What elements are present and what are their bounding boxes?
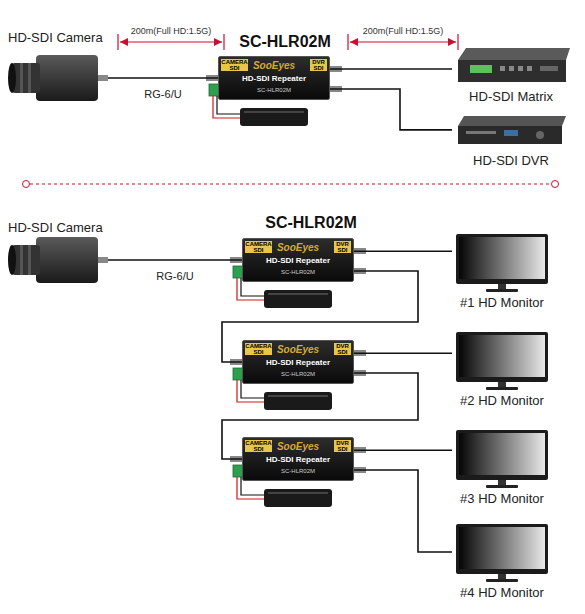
divider-end [552,181,559,188]
coax-cable [354,250,452,252]
camera-icon [8,55,108,101]
node-label: #3 HD Monitor [452,491,552,506]
dimension-tick [347,34,348,50]
model-code: SC-HLR02M [243,269,353,275]
coax-cable [108,77,218,79]
monitor-node: #2 HD Monitor [452,330,552,408]
dimension-text: 200m(Full HD:1.5G) [348,26,458,36]
brand-logo: SooEyes [249,60,299,71]
matrix-icon [458,48,570,82]
cable-label: RG-6/U [156,270,193,282]
dvr-icon [458,116,566,144]
coax-cable [222,373,418,459]
product-name: HD-SDI Repeater [243,455,353,464]
port-tag: CAMERA SDI [245,440,272,452]
monitor-node: #1 HD Monitor [452,232,552,310]
port-tag: DVR SDI [334,343,351,355]
camera-node: HD-SDI Camera [8,30,108,104]
monitor-icon [456,430,548,488]
model-code: SC-HLR02M [243,371,353,377]
device-node: HD-SDI Matrix [452,44,570,104]
port-tag: CAMERA SDI [221,59,248,71]
model-code: SC-HLR02M [219,87,329,93]
repeater-box: CAMERA SDISooEyes DVR SDI HD-SDI RepeaterS… [242,238,354,282]
dimension-line [120,41,222,42]
camera-icon [8,237,108,283]
monitor-node: #4 HD Monitor [452,522,552,600]
repeater-box: CAMERA SDISooEyes DVR SDI HD-SDI RepeaterS… [242,340,354,384]
coax-cable [354,352,452,354]
coax-cable [354,470,452,552]
monitor-icon [456,332,548,390]
camera-node: HD-SDI Camera [8,220,108,294]
port-tag: DVR SDI [310,59,327,71]
coax-cable [108,259,242,261]
port-tag: CAMERA SDI [245,343,272,355]
dimension-tick [457,34,458,50]
product-name: HD-SDI Repeater [243,256,353,265]
section-divider [30,184,551,185]
product-heading: SC-HLR02M [250,214,372,232]
monitor-icon [456,524,548,582]
brand-logo: SooEyes [273,242,323,253]
dimension-tick [223,34,224,50]
cable-label: RG-6/U [144,88,181,100]
monitor-node: #3 HD Monitor [452,428,552,506]
product-name: HD-SDI Repeater [219,74,329,83]
monitor-icon [456,234,548,292]
brand-logo: SooEyes [273,441,323,452]
divider-end [23,181,30,188]
model-code: SC-HLR02M [243,468,353,474]
node-label: HD-SDI Matrix [452,89,570,104]
node-label: HD-SDI Camera [8,220,103,235]
repeater-box: CAMERA SDISooEyes DVR SDI HD-SDI RepeaterS… [218,56,330,100]
repeater-box: CAMERA SDISooEyes DVR SDI HD-SDI RepeaterS… [242,437,354,481]
node-label: #2 HD Monitor [452,393,552,408]
port-tag: CAMERA SDI [245,241,272,253]
node-label: HD-SDI DVR [452,153,570,168]
coax-cable [354,449,452,451]
product-heading: SC-HLR02M [224,33,346,51]
dimension-line [350,41,456,42]
port-tag: DVR SDI [334,440,351,452]
device-node: HD-SDI DVR [452,112,570,168]
dimension-tick [117,34,118,50]
coax-cable [330,68,452,70]
node-label: #1 HD Monitor [452,295,552,310]
node-label: #4 HD Monitor [452,585,552,600]
node-label: HD-SDI Camera [8,30,103,45]
port-tag: DVR SDI [334,241,351,253]
dimension-text: 200m(Full HD:1.5G) [118,26,224,36]
coax-cable [222,271,418,362]
coax-cable [330,89,452,130]
brand-logo: SooEyes [273,344,323,355]
product-name: HD-SDI Repeater [243,358,353,367]
